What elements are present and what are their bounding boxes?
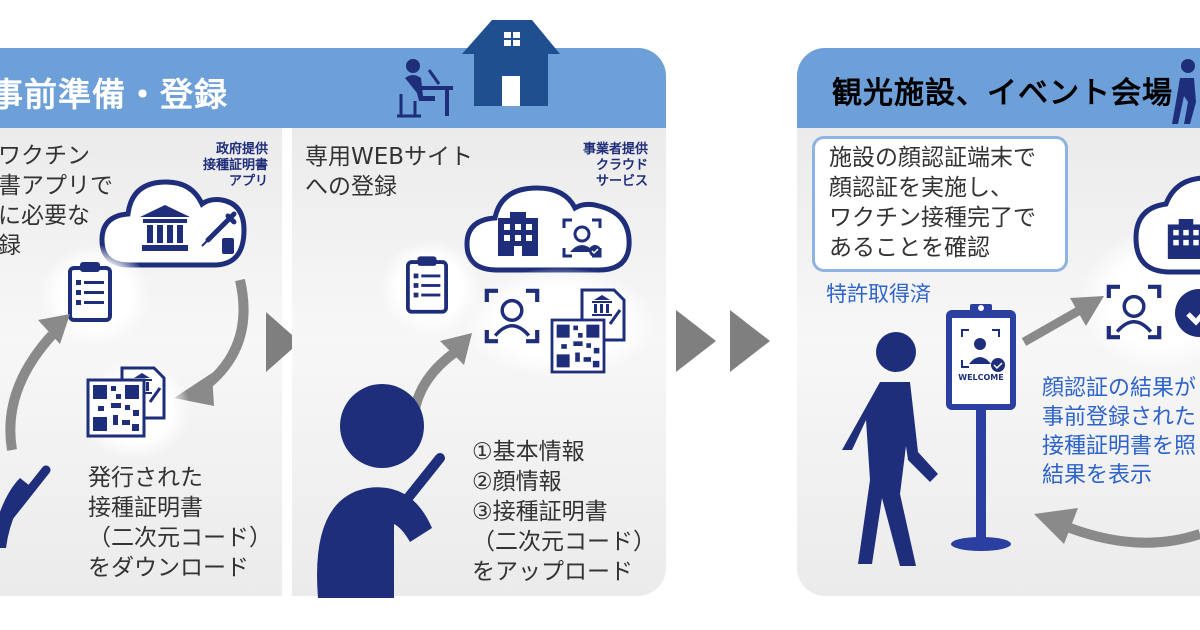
upload-line: ②顔情報: [472, 469, 562, 495]
kiosk-screen-text: WELCOME: [958, 373, 1004, 382]
panel1-intro-line: 書アプリで: [0, 173, 113, 199]
panel1-intro: ワクチン 書アプリで に必要な 録: [0, 141, 113, 261]
panel1-intro-line: ワクチン: [0, 143, 90, 169]
result-line: 顔認証の結果が: [1042, 376, 1197, 401]
download-line: 接種証明書: [88, 495, 203, 521]
clipboard-icon: [406, 256, 448, 314]
upload-line: （二次元コード）: [472, 529, 656, 555]
qr-code-icon: [86, 378, 146, 438]
panel1-download-text: 発行された 接種証明書 （二次元コード） をダウンロード: [88, 463, 272, 583]
right-section-title: 観光施設、イベント会場: [832, 76, 1173, 111]
syringe-icon: [201, 211, 237, 254]
office-building-icon: [498, 212, 538, 256]
walking-person-icon: [1172, 59, 1196, 124]
step-arrow-icon: [266, 312, 300, 372]
face-scan-icon: [562, 218, 602, 258]
gov-app-label-line: 接種証明書: [202, 158, 268, 173]
result-line: 結果を表示: [1042, 463, 1153, 488]
callout-line: ワクチン接種完了で: [829, 205, 1036, 231]
result-line: 接種証明書を照: [1042, 434, 1197, 459]
gov-app-label: 政府提供 接種証明書 アプリ: [170, 142, 268, 190]
cloud-service-label-line: サービス: [595, 174, 648, 189]
checkmark-icon: [1175, 289, 1200, 337]
double-step-arrow-icon: [676, 310, 770, 372]
upload-line: をアップロード: [472, 559, 633, 585]
qr-code-icon: [550, 318, 606, 374]
bank-icon: [140, 205, 190, 251]
house-icon: [462, 20, 560, 106]
cloud-service-label: 事業者提供 クラウド サービス: [548, 142, 648, 190]
callout-line: 顔認証を実施し、: [829, 175, 1013, 201]
right-section-banner: [797, 48, 1200, 128]
upload-line: ①基本情報: [472, 439, 585, 465]
left-section-title: 事前準備・登録: [0, 75, 228, 114]
cloud-service-label-line: クラウド: [595, 158, 648, 173]
panel2-intro-line: への登録: [305, 174, 397, 200]
callout-line: あることを確認: [829, 235, 990, 261]
upload-line: ③接種証明書: [472, 499, 608, 525]
arrow-from-cloud: [1034, 508, 1200, 548]
cloud-service-label-line: 事業者提供: [582, 142, 648, 157]
face-scan-icon: [484, 288, 540, 344]
gov-app-label-line: アプリ: [228, 174, 268, 189]
cloud-icon: [99, 179, 247, 268]
result-text: 顔認証の結果が 事前登録された 接種証明書を照 結果を表示: [1042, 374, 1196, 490]
person-with-phone-icon: [317, 384, 445, 598]
download-line: 発行された: [88, 465, 203, 491]
curved-arrow-up: [5, 314, 70, 451]
gov-app-label-line: 政府提供: [215, 142, 268, 157]
walking-person-icon: [842, 332, 938, 566]
person-with-phone-icon: [0, 465, 51, 548]
download-line: をダウンロード: [88, 555, 249, 581]
venue-callout-box: 施設の顔認証端末で 顔認証を実施し、 ワクチン接種完了で あることを確認: [812, 136, 1068, 272]
patent-label: 特許取得済: [826, 282, 931, 306]
arrow-to-cloud: [1021, 296, 1104, 346]
left-section-banner: [0, 48, 666, 128]
person-at-desk-icon: [397, 59, 453, 118]
result-line: 事前登録された: [1042, 405, 1197, 430]
download-line: （二次元コード）: [88, 525, 272, 551]
callout-line: 施設の顔認証端末で: [829, 145, 1036, 171]
office-building-icon: [1167, 219, 1200, 259]
panel2-intro-line: 専用WEBサイト: [305, 144, 474, 170]
panel1-intro-line: に必要な: [0, 203, 90, 229]
cloud-icon: [464, 185, 632, 273]
panel2-intro: 専用WEBサイト への登録: [305, 142, 473, 202]
clipboard-icon: [68, 262, 112, 322]
kiosk-icon: [946, 304, 1016, 551]
panel2-upload-text: ①基本情報 ②顔情報 ③接種証明書 （二次元コード） をアップロード: [472, 437, 656, 587]
face-scan-icon: [1106, 284, 1162, 340]
panel1-intro-line: 録: [0, 233, 21, 259]
